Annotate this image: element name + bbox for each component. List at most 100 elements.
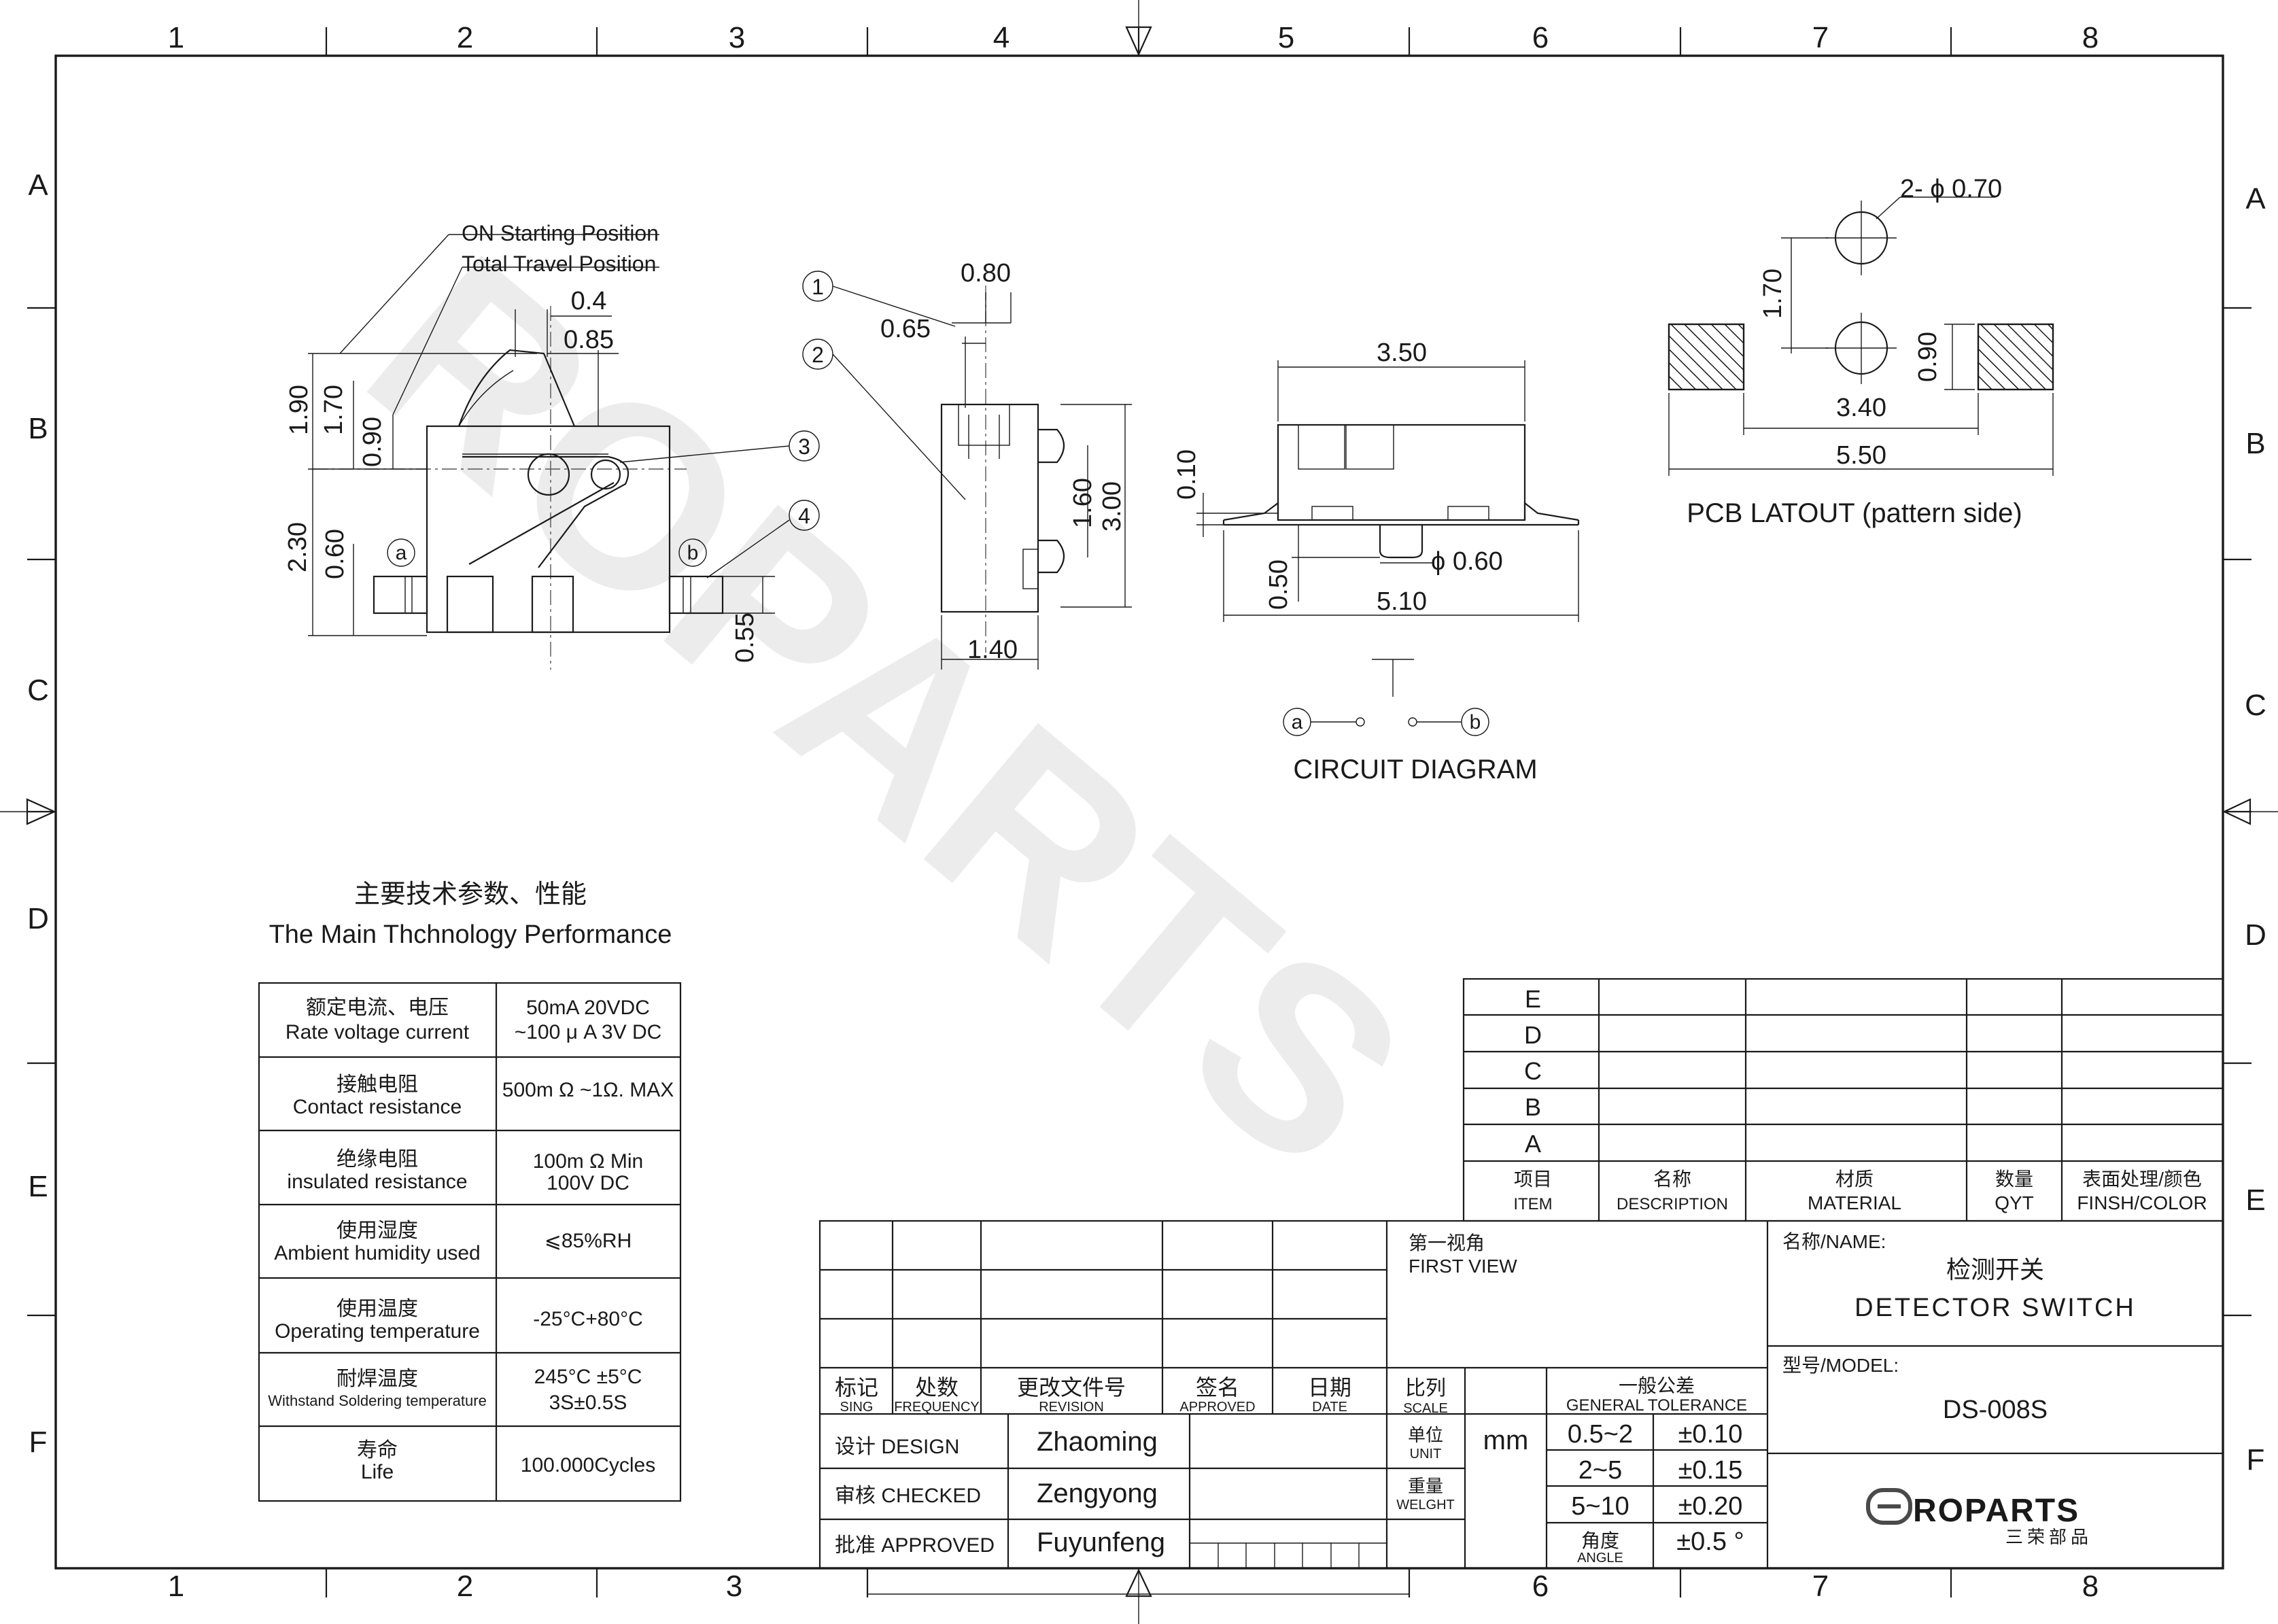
tb-header-date-cn: 日期 [1308, 1375, 1351, 1400]
tb-name-en: DETECTOR SWITCH [1854, 1294, 2136, 1322]
spec-row-en: Rate voltage current [286, 1021, 470, 1043]
row-label-right: A [2245, 182, 2266, 215]
spec-title-cn: 主要技术参数、性能 [354, 880, 587, 909]
dim-side-04: 0.4 [571, 287, 607, 315]
dim-pcb-090: 0.90 [1914, 332, 1942, 382]
spec-row-en: Withstand Soldering temperature [268, 1392, 487, 1409]
spec-row-value: 245°C ±5°C [534, 1366, 642, 1388]
spec-row-value: 500m Ω ~1Ω. MAX [502, 1079, 674, 1101]
spec-row-value: 100m Ω Min [533, 1150, 643, 1173]
row-label-right: E [2245, 1184, 2265, 1217]
row-label-left: A [28, 169, 48, 202]
tb-header-sing-cn: 标记 [835, 1375, 878, 1400]
terminal-b-marker [678, 538, 707, 567]
spec-table: 主要技术参数、性能 The Main Thchnology Performanc… [258, 880, 682, 1502]
callout-3: 3 [798, 434, 810, 459]
spec-row-en: insulated resistance [287, 1171, 467, 1193]
dim-front-phi060: ϕ 0.60 [1431, 547, 1503, 576]
terminal-b-label: b [687, 542, 699, 564]
spec-row-cn: 寿命 [357, 1439, 398, 1462]
tb-weight-en: WELGHT [1396, 1498, 1455, 1513]
spec-row-cn: 额定电流、电压 [306, 997, 449, 1019]
logo-text-cn: 三荣部品 [2005, 1527, 2092, 1547]
dim-end-160: 1.60 [1069, 478, 1097, 528]
end-tab-bottom [1038, 539, 1065, 574]
spring-arm [468, 482, 615, 565]
logo-text: ROPARTS [1913, 1493, 2079, 1529]
actuator-lever [458, 349, 576, 427]
spec-title-en: The Main Thchnology Performance [269, 920, 672, 949]
spec-row-value: 100.000Cycles [521, 1454, 655, 1476]
dim-front-510: 5.10 [1377, 587, 1427, 616]
bom-rev-row: C [1524, 1057, 1542, 1085]
dim-side-060: 0.60 [321, 529, 349, 579]
spec-row-value: -25°C+80°C [533, 1308, 643, 1330]
tb-approved-name: Fuyunfeng [1037, 1527, 1165, 1557]
tb-view-cn: 第一视角 [1409, 1232, 1485, 1254]
callout-2: 2 [812, 343, 824, 367]
tb-tol-range: 5~10 [1571, 1492, 1629, 1521]
circuit-diagram: a b CIRCUIT DIAGRAM [1283, 659, 1538, 784]
col-label-bottom: 2 [457, 1570, 473, 1603]
spec-row-cn: 接触电阻 [336, 1073, 418, 1096]
watermark: ROPARTS [318, 201, 1457, 1222]
col-label-top: 1 [168, 21, 184, 54]
terminal-right-block [531, 575, 574, 634]
circuit-terminal-b: b [1470, 711, 1481, 733]
tb-tol-range: 2~5 [1578, 1456, 1622, 1485]
bom-header-item-cn: 项目 [1514, 1169, 1552, 1190]
spec-row-value: 3S±0.5S [549, 1392, 627, 1414]
col-label-bottom: 3 [726, 1570, 742, 1603]
spec-row-value: ⩽85%RH [545, 1230, 632, 1252]
tb-approved-label: 批准 APPROVED [835, 1534, 995, 1557]
dim-side-055: 0.55 [731, 612, 759, 663]
tb-tol-value: ±0.20 [1678, 1492, 1743, 1521]
tb-model-label: 型号/MODEL: [1782, 1355, 1899, 1376]
terminal-a-label: a [396, 542, 407, 564]
spec-row-en: Operating temperature [275, 1320, 480, 1343]
bom-header-qty-en: QYT [1995, 1192, 2034, 1213]
col-label-bottom: 6 [1532, 1570, 1549, 1603]
spec-row-cn: 耐焊温度 [336, 1368, 418, 1390]
label-on-starting-position: ON Starting Position [462, 221, 659, 245]
row-label-left: C [27, 674, 49, 707]
bom-header-desc-cn: 名称 [1653, 1169, 1691, 1190]
tb-weight-cn: 重量 [1408, 1476, 1443, 1496]
row-label-right: F [2247, 1443, 2265, 1476]
col-label-bottom: 1 [168, 1570, 184, 1603]
tb-name-label: 名称/NAME: [1782, 1231, 1886, 1252]
label-total-travel-position: Total Travel Position [462, 252, 656, 276]
tb-header-date-en: DATE [1312, 1400, 1347, 1415]
tb-checked-label: 审核 CHECKED [835, 1485, 981, 1507]
tb-angle-en: ANGLE [1577, 1551, 1623, 1566]
spec-row: 使用湿度 Ambient humidity used ⩽85%RH [274, 1220, 632, 1264]
pcb-layout-title: PCB LATOUT (pattern side) [1687, 498, 2022, 528]
contact-circle [590, 459, 621, 490]
bom-header-finish-en: FINSH/COLOR [2077, 1192, 2207, 1213]
tb-checked-name: Zengyong [1037, 1479, 1158, 1508]
frame-column-labels: 1 2 3 4 5 6 7 8 1 2 3 6 7 8 [168, 21, 2099, 1603]
dim-side-190: 1.90 [285, 385, 313, 435]
spec-row-value: 50mA 20VDC [526, 997, 650, 1019]
circuit-terminal-a: a [1292, 711, 1303, 733]
tb-model-value: DS-008S [1943, 1396, 2048, 1424]
dim-pcb-170: 1.70 [1759, 269, 1787, 319]
row-label-right: B [2245, 427, 2265, 460]
tb-angle-tol: ±0.5 ° [1676, 1527, 1744, 1556]
company-logo: ROPARTS 三荣部品 [1866, 1488, 2092, 1547]
locating-peg [1379, 525, 1423, 559]
dim-front-050: 0.50 [1264, 559, 1293, 610]
contact-spring [462, 455, 629, 568]
bom-header-finish-cn: 表面处理/颜色 [2082, 1169, 2202, 1190]
title-block-border [818, 1220, 2224, 1570]
col-label-top: 4 [993, 21, 1009, 54]
watermark-text: ROPARTS [318, 201, 1457, 1222]
tb-unit-en: UNIT [1410, 1447, 1442, 1462]
bom-rev-row: E [1525, 985, 1541, 1013]
tb-design-label: 设计 DESIGN [835, 1436, 959, 1458]
spec-row-cn: 使用温度 [336, 1298, 418, 1320]
spec-row: 使用温度 Operating temperature -25°C+80°C [275, 1298, 643, 1343]
spec-row-en: Life [361, 1461, 394, 1483]
spec-row-value: 100V DC [547, 1172, 629, 1194]
dim-side-090: 0.90 [358, 417, 387, 467]
